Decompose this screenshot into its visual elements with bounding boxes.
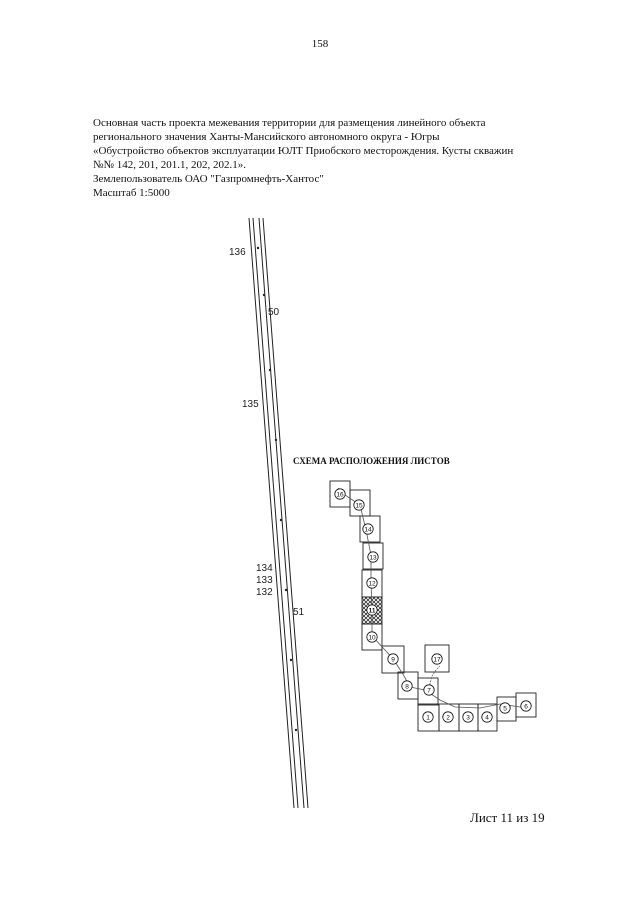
corridor-markers (256, 246, 298, 732)
sheet-label-17: 17 (433, 657, 441, 664)
marker-point (262, 293, 266, 297)
map-label-134: 134 (256, 563, 273, 574)
sheet-label-1: 1 (426, 715, 430, 722)
marker-point (289, 658, 293, 662)
corridor-line-3 (258, 217, 305, 809)
map-label-132: 132 (256, 587, 273, 598)
map-label-50: 50 (268, 307, 280, 318)
sheet-box-6[interactable] (515, 692, 537, 718)
sheet-label-3: 3 (466, 715, 470, 722)
sheet-box-13[interactable] (362, 542, 384, 570)
sheet-label-15: 15 (355, 503, 363, 510)
map-label-51: 51 (293, 607, 305, 618)
sheet-box-14[interactable] (359, 515, 381, 543)
land-user: Землепользователь ОАО "Газпромнефть-Хант… (93, 173, 324, 185)
sheet-label-8: 8 (405, 684, 409, 691)
sheet-label-11: 11 (369, 608, 376, 615)
sheet-label-12: 12 (368, 581, 376, 588)
corridor-line-1 (248, 217, 295, 809)
corridor-line-4 (262, 217, 309, 809)
sheet-footer: Лист 11 из 19 (470, 810, 545, 825)
sheet-label-14: 14 (364, 527, 372, 534)
sheet-label-4: 4 (485, 715, 489, 722)
sheet-label-13: 13 (369, 555, 377, 562)
header-line-1: Основная часть проекта межевания террито… (93, 117, 486, 129)
sheet-label-7: 7 (427, 688, 431, 695)
marker-point (279, 518, 283, 522)
map-label-136: 136 (229, 247, 246, 258)
marker-point (274, 438, 278, 442)
marker-point (284, 588, 288, 592)
marker-point (268, 368, 272, 372)
header-line-2: регионального значения Ханты-Мансийского… (93, 131, 440, 143)
sheet-box-7[interactable] (417, 677, 439, 706)
header-line-4: №№ 142, 201, 201.1, 202, 202.1». (93, 159, 246, 171)
sheet-label-5: 5 (503, 706, 507, 713)
map-scale: Масштаб 1:5000 (93, 187, 170, 199)
map-label-135: 135 (242, 399, 259, 410)
map-label-133: 133 (256, 575, 273, 586)
sheet-label-6: 6 (524, 704, 528, 711)
marker-point (256, 246, 260, 250)
header-block: Основная часть проекта межевания террито… (93, 116, 563, 200)
marker-point (294, 728, 298, 732)
sheet-label-16: 16 (336, 492, 344, 499)
sheet-box-17[interactable] (424, 644, 450, 673)
scheme-title: СХЕМА РАСПОЛОЖЕНИЯ ЛИСТОВ (293, 456, 450, 466)
corridor-line-2 (252, 217, 299, 809)
sheet-box-9[interactable] (381, 645, 405, 674)
corridor-lines (248, 217, 309, 809)
sheet-label-2: 2 (446, 715, 450, 722)
sheet-label-9: 9 (391, 657, 395, 664)
sheet-label-10: 10 (368, 635, 376, 642)
header-line-3: «Обустройство объектов эксплуатации ЮЛТ … (93, 145, 514, 157)
route-branch (428, 665, 441, 689)
sheet-numbers: 16 15 14 13 12 11 10 9 17 8 7 1 (334, 488, 532, 723)
page-number: 158 (311, 38, 329, 50)
